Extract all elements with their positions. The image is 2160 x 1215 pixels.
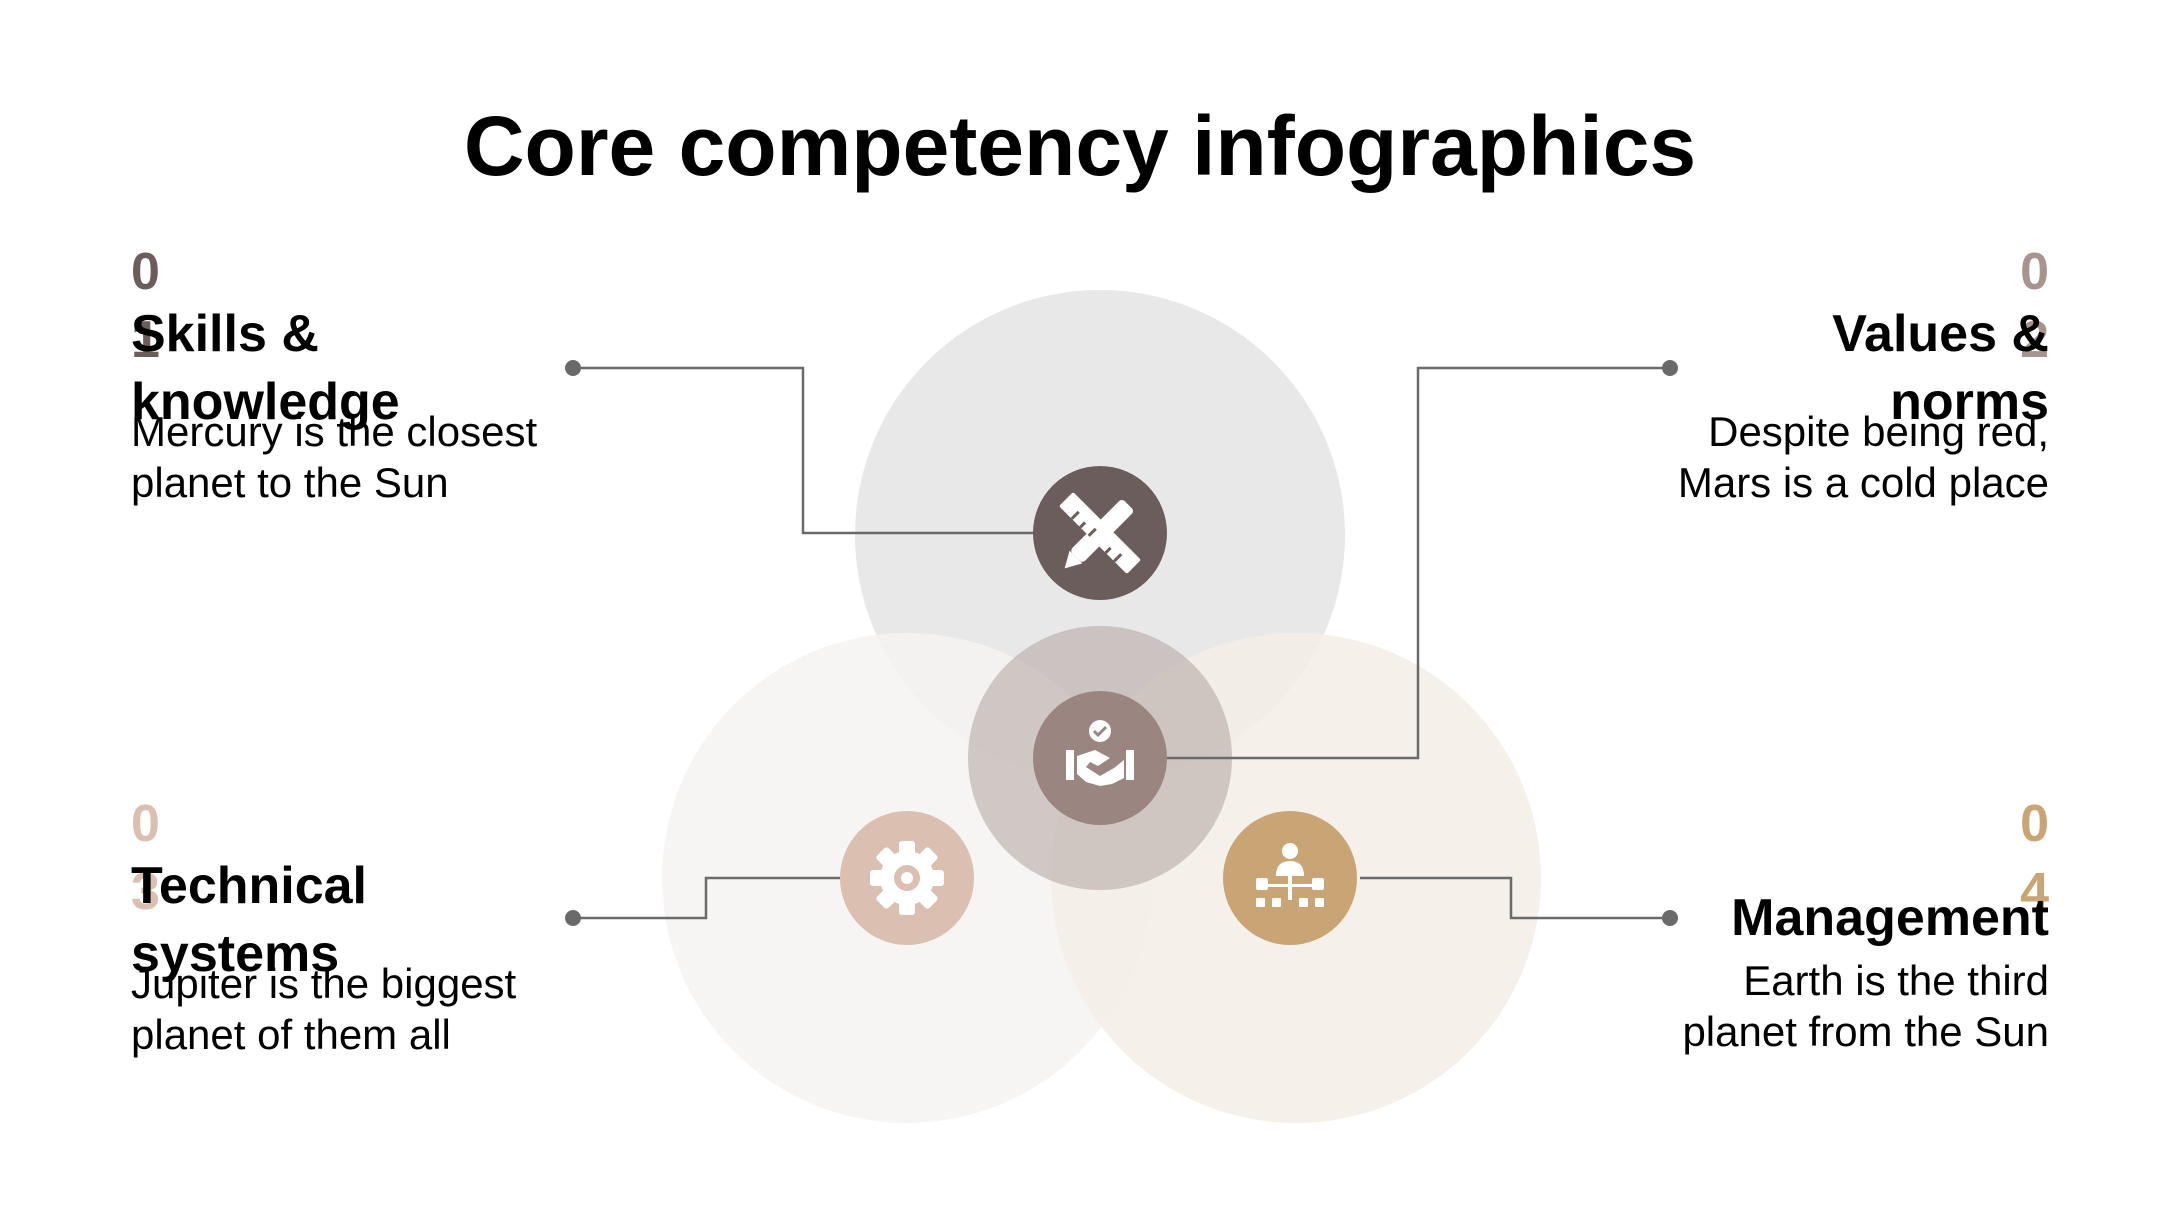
- item-description: Earth is the third planet from the Sun: [1682, 957, 2049, 1055]
- item-number: 02: [2020, 243, 2049, 369]
- connector-skills: [573, 366, 1040, 535]
- item-technical: 03 Technical systems Jupiter is the bigg…: [131, 790, 591, 1070]
- item-description: Despite being red, Mars is a cold place: [1677, 408, 2049, 506]
- connector-management: [1360, 876, 1670, 920]
- connector-dot-technical: [565, 910, 581, 926]
- org-chart-icon: [1256, 843, 1324, 907]
- item-heading: Technical systems: [131, 857, 368, 983]
- connector-technical: [573, 876, 840, 920]
- item-heading: Management: [1731, 889, 2049, 947]
- item-management: 04 Management Earth is the third planet …: [1589, 790, 2049, 1070]
- connector-dots: [565, 360, 1678, 926]
- gear-icon: [870, 841, 944, 915]
- technical-icon-badge: [840, 811, 974, 945]
- page-title: Core competency infographics: [463, 99, 1697, 193]
- item-heading: Skills & knowledge: [131, 305, 400, 431]
- connectors: [573, 366, 1670, 920]
- connector-dot-values: [1662, 360, 1678, 376]
- skills-icon-badge: [1033, 466, 1167, 600]
- connector-dot-skills: [565, 360, 581, 376]
- item-number: 01: [131, 243, 160, 369]
- item-heading: Values & norms: [1832, 305, 2049, 431]
- connector-dot-management: [1662, 910, 1678, 926]
- values-icon-badge: [1033, 691, 1167, 825]
- item-description: Jupiter is the biggest planet of them al…: [131, 960, 517, 1058]
- handshake-icon: [1066, 720, 1134, 786]
- connector-values: [1165, 366, 1670, 760]
- management-icon-badge: [1223, 811, 1357, 945]
- item-description: Mercury is the closest planet to the Sun: [131, 408, 538, 506]
- ruler-pencil-icon: [1059, 492, 1141, 574]
- item-skills: 01 Skills & knowledge Mercury is the clo…: [131, 238, 591, 518]
- item-number: 03: [131, 795, 160, 921]
- item-number: 04: [2020, 795, 2049, 921]
- item-values: 02 Values & norms Despite being red, Mar…: [1589, 238, 2049, 518]
